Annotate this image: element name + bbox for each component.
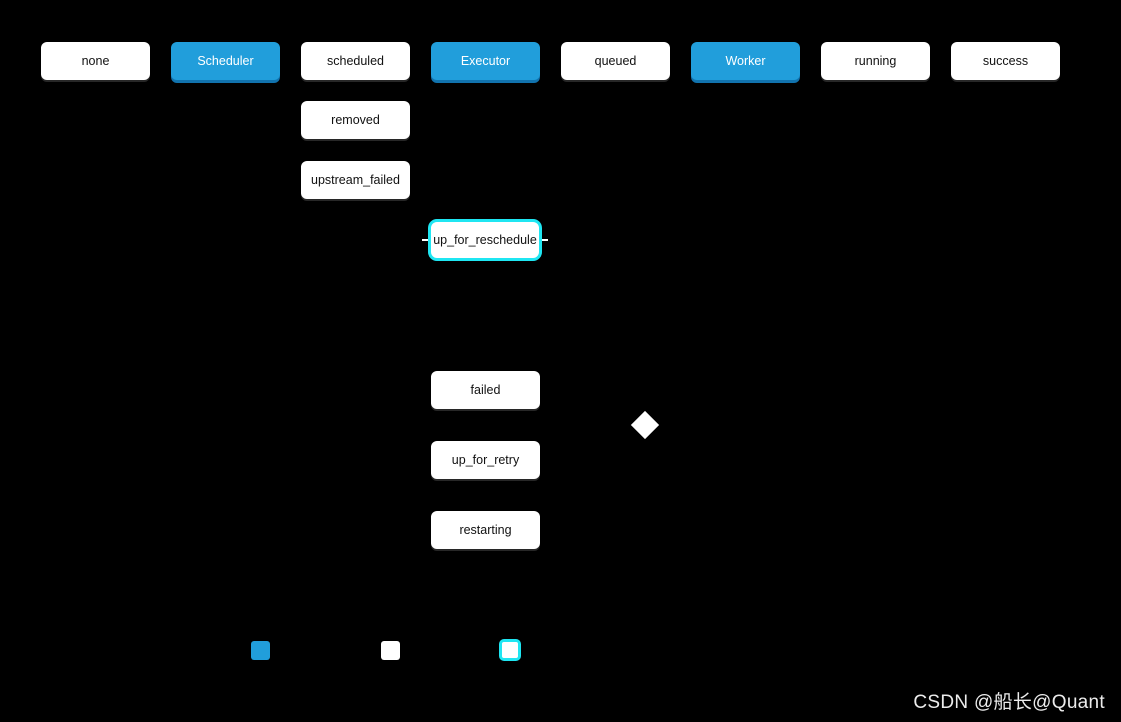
node-up_for_reschedule: up_for_reschedule [428, 219, 542, 261]
node-none: none [41, 42, 150, 80]
legend-swatch-highlighted-state [499, 639, 521, 661]
node-up_for_retry: up_for_retry [431, 441, 540, 479]
legend-swatch-state [381, 641, 400, 660]
legend-swatch-component [251, 641, 270, 660]
connector-tick-1 [542, 239, 548, 241]
connector-tick-0 [422, 239, 428, 241]
decision-diamond-shape [630, 410, 660, 440]
node-scheduler: Scheduler [171, 42, 280, 80]
csdn-watermark: CSDN @船长@Quant [913, 692, 1105, 713]
node-removed: removed [301, 101, 410, 139]
node-worker: Worker [691, 42, 800, 80]
node-upstream_failed: upstream_failed [301, 161, 410, 199]
node-running: running [821, 42, 930, 80]
node-executor: Executor [431, 42, 540, 80]
node-failed: failed [431, 371, 540, 409]
node-scheduled: scheduled [301, 42, 410, 80]
node-success: success [951, 42, 1060, 80]
node-restarting: restarting [431, 511, 540, 549]
node-queued: queued [561, 42, 670, 80]
